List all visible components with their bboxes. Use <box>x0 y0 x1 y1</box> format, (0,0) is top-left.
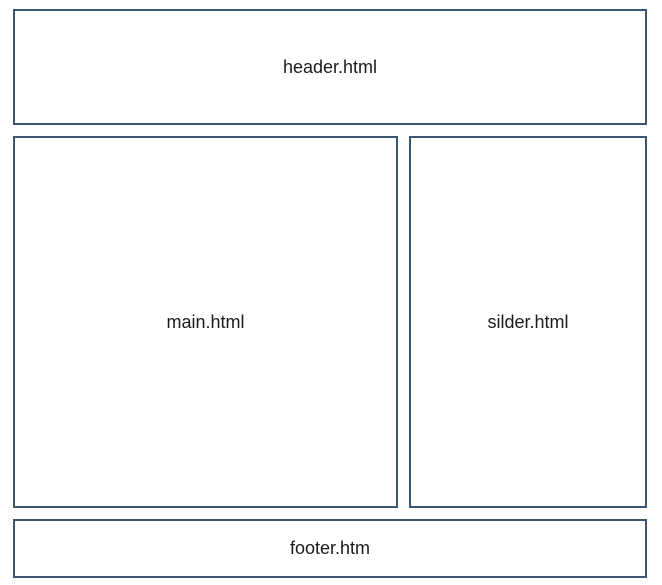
main-box: main.html <box>13 136 398 508</box>
footer-box: footer.htm <box>13 519 647 578</box>
main-box-label: main.html <box>166 311 245 332</box>
header-box: header.html <box>13 9 647 125</box>
footer-box-label: footer.htm <box>289 538 371 558</box>
header-box-label: header.html <box>282 56 378 77</box>
silder-box-label: silder.html <box>487 311 569 332</box>
silder-box: silder.html <box>409 136 647 508</box>
